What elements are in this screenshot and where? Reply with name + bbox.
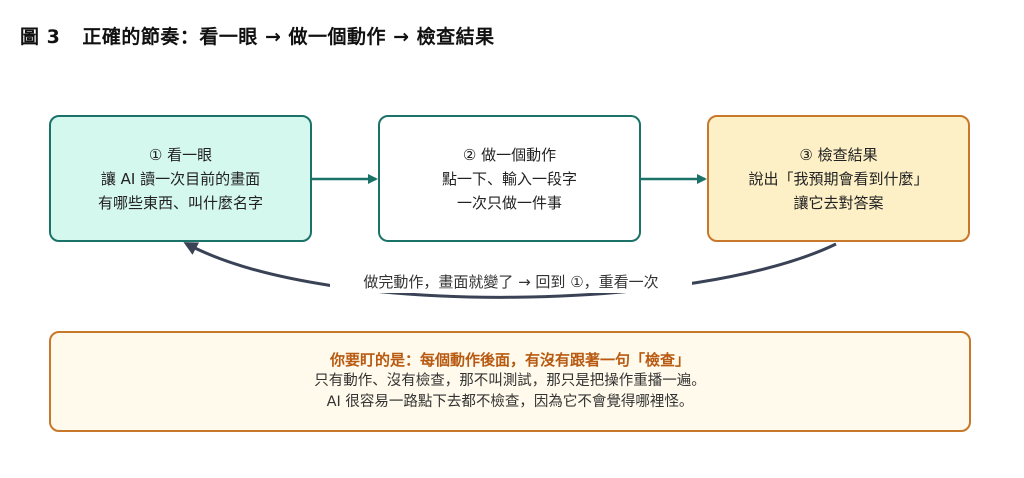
step-2-line-2: 一次只做一件事 (456, 193, 562, 212)
callout-box: 你要盯的是：每個動作後面，有沒有跟著一句「檢查」 只有動作、沒有檢查，那不叫測試… (49, 331, 971, 432)
step-1-line-2: 有哪些東西、叫什麼名字 (97, 193, 263, 212)
step-2-heading: ② 做一個動作 (462, 145, 557, 164)
callout-line-1: 只有動作、沒有檢查，那不叫測試，那只是把操作重播一遍。 (314, 373, 706, 389)
step-3-line-1: 說出「我預期會看到什麼」 (748, 169, 929, 188)
callout-title: 你要盯的是：每個動作後面，有沒有跟著一句「檢查」 (329, 351, 690, 369)
step-3-box: ③ 檢查結果 說出「我預期會看到什麼」 讓它去對答案 (707, 115, 970, 242)
step-2-box: ② 做一個動作 點一下、輸入一段字 一次只做一件事 (378, 115, 641, 242)
step-1-line-1: 讓 AI 讀一次目前的畫面 (100, 169, 261, 188)
figure-title-text: 正確的節奏：看一眼 → 做一個動作 → 檢查結果 (82, 26, 495, 48)
step-1-box: ① 看一眼 讓 AI 讀一次目前的畫面 有哪些東西、叫什麼名字 (49, 115, 312, 242)
figure-number: 圖 3 (20, 26, 61, 48)
loop-label: 做完動作，畫面就變了 → 回到 ①，重看一次 (330, 271, 692, 293)
step-2-line-1: 點一下、輸入一段字 (441, 169, 577, 188)
callout-line-2: AI 很容易一路點下去都不檢查，因為它不會覺得哪裡怪。 (326, 394, 694, 410)
step-1-heading: ① 看一眼 (148, 145, 213, 164)
figure-title: 圖 3 正確的節奏：看一眼 → 做一個動作 → 檢查結果 (20, 22, 495, 49)
step-3-line-2: 讓它去對答案 (793, 193, 884, 212)
step-3-heading: ③ 檢查結果 (799, 145, 878, 164)
